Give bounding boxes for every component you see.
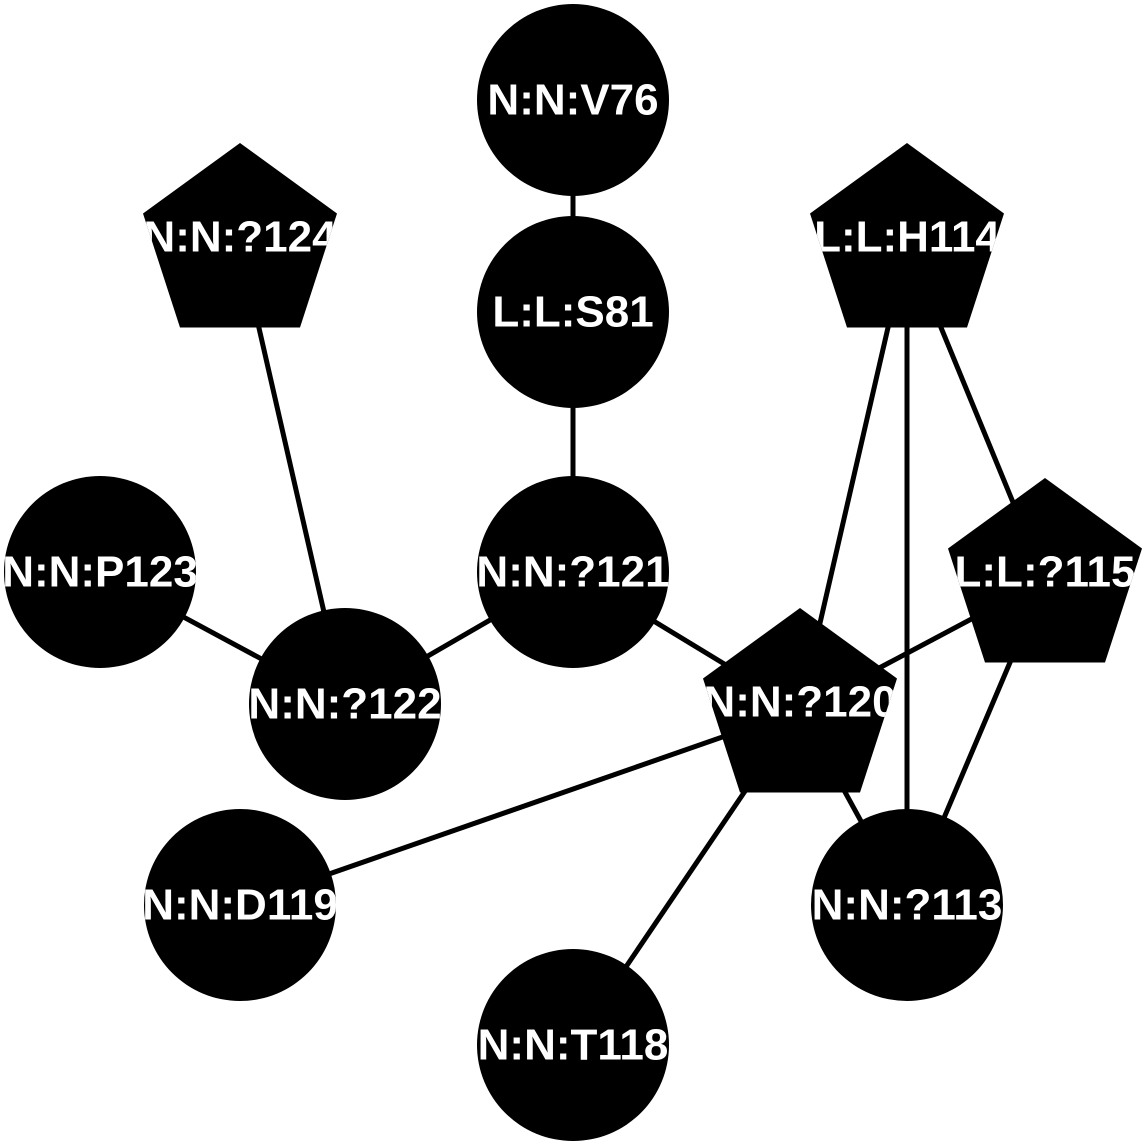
node-shape-s81 bbox=[477, 216, 669, 408]
node-shape-h114 bbox=[810, 143, 1004, 328]
node-label-p123: N:N:P123 bbox=[2, 548, 198, 597]
node-p123: N:N:P123 bbox=[2, 476, 198, 668]
node-d119: N:N:D119 bbox=[142, 809, 338, 1001]
node-q124: N:N:?124 bbox=[143, 143, 337, 328]
node-shape-t118 bbox=[477, 949, 669, 1141]
node-shape-q115 bbox=[948, 478, 1142, 663]
node-label-q124: N:N:?124 bbox=[143, 213, 337, 262]
node-label-q120: N:N:?120 bbox=[703, 678, 896, 727]
node-q113: N:N:?113 bbox=[811, 809, 1003, 1001]
node-shape-q121 bbox=[477, 476, 669, 668]
node-label-t118: N:N:T118 bbox=[478, 1021, 669, 1070]
node-label-q115: L:L:?115 bbox=[955, 548, 1136, 597]
node-label-h114: L:L:H114 bbox=[814, 213, 1000, 262]
node-shape-d119 bbox=[144, 809, 336, 1001]
node-shape-p123 bbox=[4, 476, 196, 668]
node-t118: N:N:T118 bbox=[477, 949, 669, 1141]
node-s81: L:L:S81 bbox=[477, 216, 669, 408]
node-shape-q122 bbox=[249, 608, 441, 800]
node-label-s81: L:L:S81 bbox=[492, 288, 653, 337]
node-label-q121: N:N:?121 bbox=[476, 548, 669, 597]
node-q115: L:L:?115 bbox=[948, 478, 1142, 663]
node-label-q122: N:N:?122 bbox=[248, 680, 441, 729]
node-v76: N:N:V76 bbox=[477, 4, 669, 196]
node-label-v76: N:N:V76 bbox=[487, 76, 658, 125]
node-label-d119: N:N:D119 bbox=[142, 881, 338, 930]
edge-q120-d119 bbox=[239, 707, 801, 908]
node-q120: N:N:?120 bbox=[703, 608, 897, 793]
node-shape-q120 bbox=[703, 608, 897, 793]
node-h114: L:L:H114 bbox=[810, 143, 1004, 328]
node-shape-q113 bbox=[811, 809, 1003, 1001]
node-shape-v76 bbox=[477, 4, 669, 196]
node-shape-q124 bbox=[143, 143, 337, 328]
node-q122: N:N:?122 bbox=[248, 608, 441, 800]
node-q121: N:N:?121 bbox=[476, 476, 669, 668]
node-label-q113: N:N:?113 bbox=[812, 881, 1003, 930]
